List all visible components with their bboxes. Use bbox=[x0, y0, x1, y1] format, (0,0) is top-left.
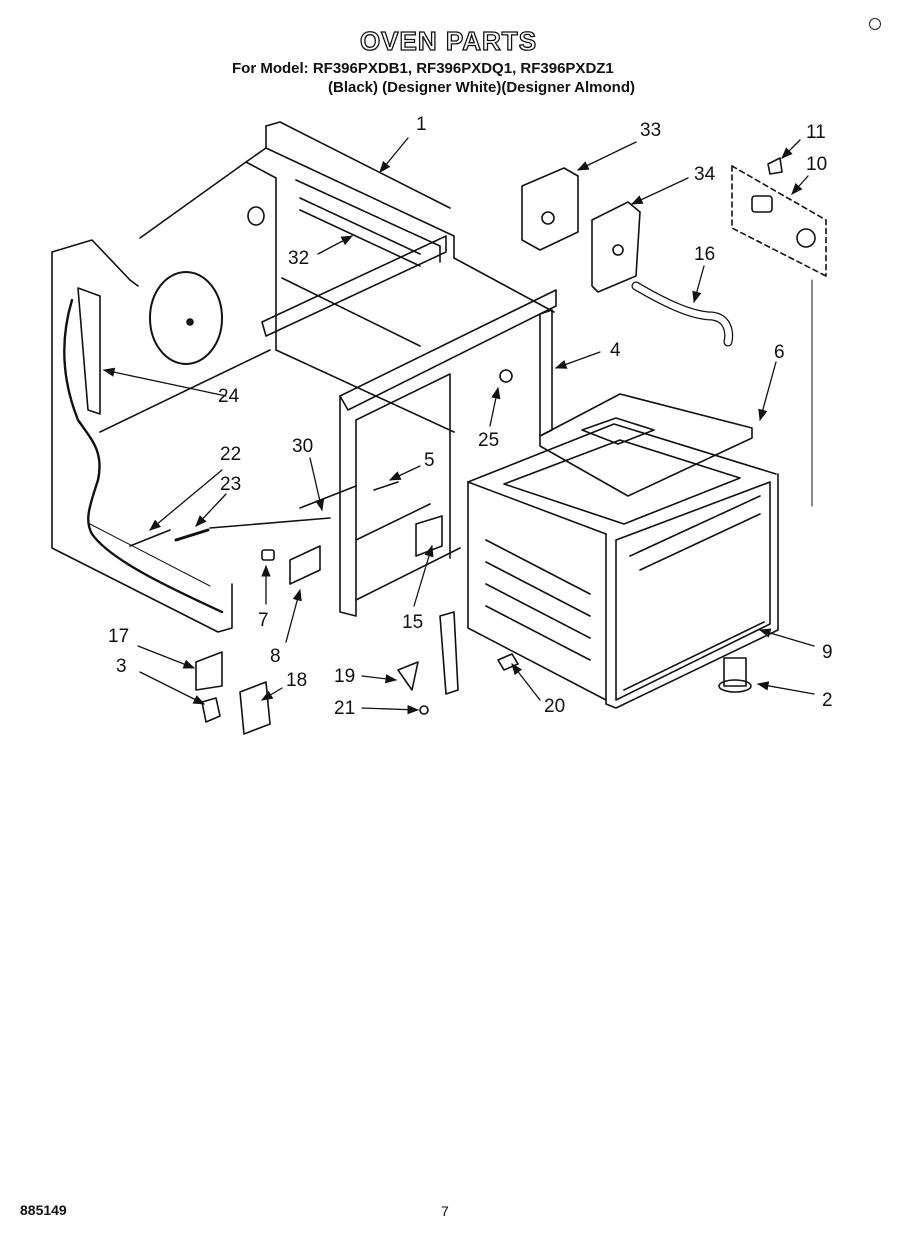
callout-23: 23 bbox=[220, 474, 241, 495]
light-assembly bbox=[731, 157, 827, 277]
front-frame bbox=[299, 289, 557, 617]
callout-34: 34 bbox=[694, 164, 716, 185]
left-side-panel bbox=[51, 239, 271, 633]
top-bracket bbox=[539, 393, 753, 497]
callout-6: 6 bbox=[774, 342, 785, 363]
callout-4: 4 bbox=[610, 340, 621, 361]
panel-33 bbox=[521, 167, 579, 251]
callout-22: 22 bbox=[220, 444, 241, 465]
callout-21: 21 bbox=[334, 698, 355, 719]
document-id: 885149 bbox=[20, 1202, 67, 1218]
leader-arrows bbox=[102, 137, 815, 715]
callout-18: 18 bbox=[286, 670, 307, 691]
callout-9: 9 bbox=[822, 642, 833, 663]
callout-19: 19 bbox=[334, 666, 355, 687]
page-title: OVEN PARTS bbox=[359, 25, 538, 56]
callout-1: 1 bbox=[416, 114, 427, 135]
callout-16: 16 bbox=[694, 244, 715, 265]
color-variants: (Black) (Designer White)(Designer Almond… bbox=[328, 79, 635, 96]
registration-mark-icon bbox=[869, 18, 881, 30]
callout-20: 20 bbox=[544, 696, 565, 717]
callout-3: 3 bbox=[116, 656, 127, 677]
callout-7: 7 bbox=[258, 610, 269, 631]
page-number: 7 bbox=[441, 1203, 449, 1219]
back-frame bbox=[139, 121, 555, 433]
callout-17: 17 bbox=[108, 626, 129, 647]
vent-tube bbox=[631, 281, 734, 347]
callout-33: 33 bbox=[640, 120, 661, 141]
callout-25: 25 bbox=[478, 430, 499, 451]
model-list: For Model: RF396PXDB1, RF396PXDQ1, RF396… bbox=[232, 60, 614, 77]
callout-labels: 1 33 11 10 34 16 32 4 6 24 25 30 22 5 23… bbox=[108, 114, 833, 719]
callout-2: 2 bbox=[822, 690, 833, 711]
callout-5: 5 bbox=[424, 450, 435, 471]
callout-24: 24 bbox=[218, 386, 240, 407]
oven-cavity bbox=[467, 423, 779, 709]
callout-30: 30 bbox=[292, 436, 313, 457]
callout-8: 8 bbox=[270, 646, 281, 667]
callout-10: 10 bbox=[806, 154, 827, 175]
callout-15: 15 bbox=[402, 612, 423, 633]
callout-11: 11 bbox=[806, 122, 826, 143]
panel-34 bbox=[591, 201, 641, 293]
callout-32: 32 bbox=[288, 248, 309, 269]
